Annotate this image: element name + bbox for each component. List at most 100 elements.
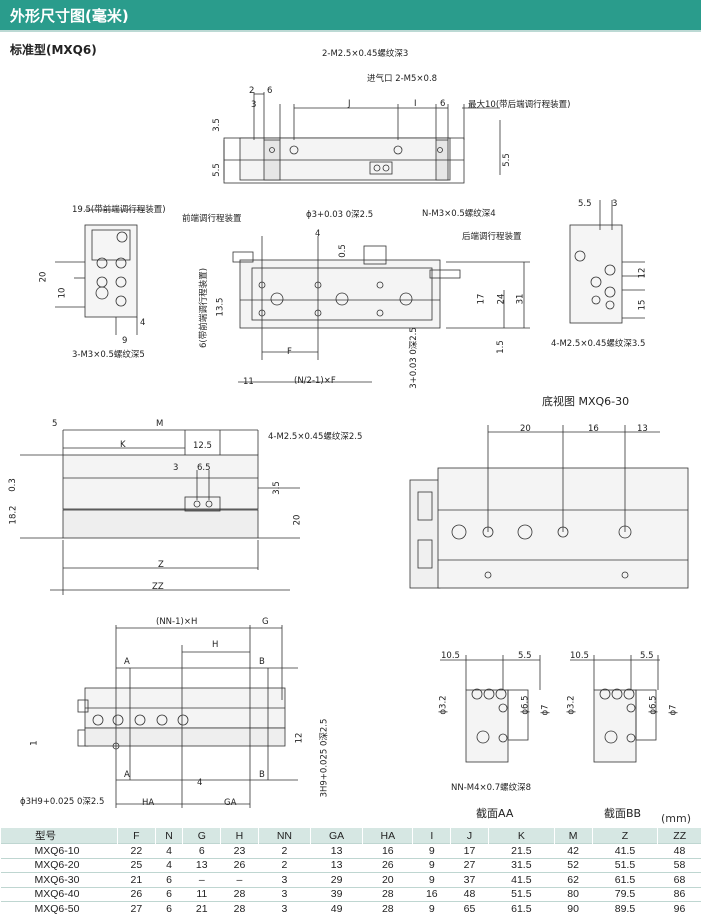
section-bb-drawing <box>570 655 660 763</box>
table-cell: 26 <box>117 886 156 902</box>
dim-12a: 12 <box>637 267 648 279</box>
table-header-cell: 型号 <box>0 828 118 844</box>
table-cell: 37 <box>450 872 489 887</box>
dim-4a: 4 <box>315 229 321 239</box>
table-header-cell: N <box>154 828 183 844</box>
side-view-drawing <box>232 236 530 383</box>
table-cell: 26 <box>362 857 413 873</box>
dim-bv-13: 13 <box>637 424 648 434</box>
label-6-front: 6(带前端调行程装置) <box>199 267 210 349</box>
dim-s6-5a: ϕ6.5 <box>520 695 531 715</box>
table-cell: 28 <box>362 901 413 916</box>
dim-2: 2 <box>249 86 255 96</box>
table-header-cell: GA <box>309 828 363 844</box>
table-cell: 2 <box>258 843 311 858</box>
table-cell: 61.5 <box>592 872 658 887</box>
dim-f: F <box>287 347 292 357</box>
table-cell: 4 <box>155 843 183 858</box>
table-cell: 65 <box>450 901 489 916</box>
table-cell: 9 <box>412 901 451 916</box>
label-port: 进气口 2-M5×0.8 <box>367 74 438 84</box>
dim-3a: 3 <box>251 100 257 110</box>
right-end-drawing <box>569 200 645 324</box>
dim-3c: 3 <box>173 463 179 473</box>
table-cell: 3 <box>258 872 311 887</box>
table-cell: 89.5 <box>592 901 658 916</box>
dim-18-2: 18.2 <box>8 505 19 525</box>
label-19-5: 19.5(带前端调行程装置) <box>72 205 166 215</box>
dim-bv-20: 20 <box>520 424 531 434</box>
dim-0-3: 0.3 <box>7 478 18 492</box>
model-subtitle: 标准型(MXQ6) <box>10 43 97 57</box>
header-divider <box>0 30 701 32</box>
dim-6-5: 6.5 <box>197 463 211 473</box>
table-header-cell: HA <box>362 828 413 844</box>
label-m3x5: 3-M3×0.5螺纹深5 <box>72 350 145 360</box>
table-cell: MXQ6-20 <box>0 857 118 873</box>
label-3h: 3+0.03 0深2.5 <box>408 327 419 389</box>
table-cell: 48 <box>450 886 489 902</box>
table-cell: 9 <box>412 843 451 858</box>
dim-17: 17 <box>476 293 487 305</box>
table-cell: 27 <box>450 857 489 873</box>
dim-1-5a: 1.5 <box>495 340 506 354</box>
table-cell: 23 <box>220 843 259 858</box>
dim-j: J <box>348 99 351 109</box>
table-cell: 90 <box>554 901 592 916</box>
dim-4c: 4 <box>197 778 203 788</box>
table-cell: MXQ6-40 <box>0 886 118 902</box>
dim-3b: 3 <box>612 199 618 209</box>
table-header-cell: J <box>450 828 489 844</box>
label-phi3h9: ϕ3H9+0.025 0深2.5 <box>20 797 105 807</box>
dim-m: M <box>156 419 164 429</box>
table-cell: 2 <box>258 857 311 873</box>
dim-s10-5a: 10.5 <box>441 651 460 661</box>
table-cell: 42 <box>554 843 592 858</box>
table-cell: 13 <box>182 857 221 873</box>
table-cell: 22 <box>117 843 156 858</box>
dim-s10-5b: 10.5 <box>570 651 589 661</box>
bottom-view-drawing <box>409 425 689 589</box>
table-header-cell: ZZ <box>657 828 701 844</box>
table-cell: 6 <box>182 843 221 858</box>
table-header-cell: K <box>487 828 555 844</box>
dim-ga: GA <box>224 798 237 808</box>
dim-a1: A <box>124 657 130 667</box>
label-rear-adjust: 后端调行程装置 <box>462 232 522 242</box>
label-front-adjust: 前端调行程装置 <box>182 214 242 224</box>
dim-s3-2b: ϕ3.2 <box>566 695 577 715</box>
label-m25-35: 4-M2.5×0.45螺纹深3.5 <box>551 339 646 349</box>
table-cell: 21 <box>117 872 156 887</box>
table-cell: 28 <box>220 886 259 902</box>
top-view-drawing <box>223 92 501 184</box>
dim-12-5: 12.5 <box>193 441 212 451</box>
table-cell: 86 <box>657 886 701 902</box>
table-header-cell: G <box>182 828 221 844</box>
table-cell: 6 <box>155 872 183 887</box>
table-cell: 27 <box>117 901 156 916</box>
table-cell: MXQ6-30 <box>0 872 118 887</box>
dim-a2: A <box>124 770 130 780</box>
table-cell: MXQ6-10 <box>0 843 118 858</box>
section-aa-drawing <box>440 655 541 763</box>
dim-b1: B <box>259 657 265 667</box>
dim-5-5c: 5.5 <box>578 199 592 209</box>
dim-31: 31 <box>515 293 526 305</box>
dim-ha: HA <box>142 798 155 808</box>
label-nnh: (NN-1)×H <box>156 617 198 627</box>
lower-side-drawing <box>77 625 298 808</box>
table-cell: 6 <box>155 886 183 902</box>
label-phi3: ϕ3+0.03 0深2.5 <box>306 210 374 220</box>
table-cell: 13 <box>310 857 363 873</box>
dim-0-5: 0.5 <box>337 244 348 258</box>
dim-11: 11 <box>243 377 254 387</box>
dim-s7a: ϕ7 <box>540 704 551 716</box>
dim-20a: 20 <box>38 271 49 283</box>
label-3h9: 3H9+0.025 0深2.5 <box>319 718 330 798</box>
table-cell: 48 <box>657 843 701 858</box>
dim-s6-5b: ϕ6.5 <box>648 695 659 715</box>
table-header-cell: F <box>117 828 156 844</box>
table-cell: 96 <box>657 901 701 916</box>
unit-label: (mm) <box>660 812 691 825</box>
